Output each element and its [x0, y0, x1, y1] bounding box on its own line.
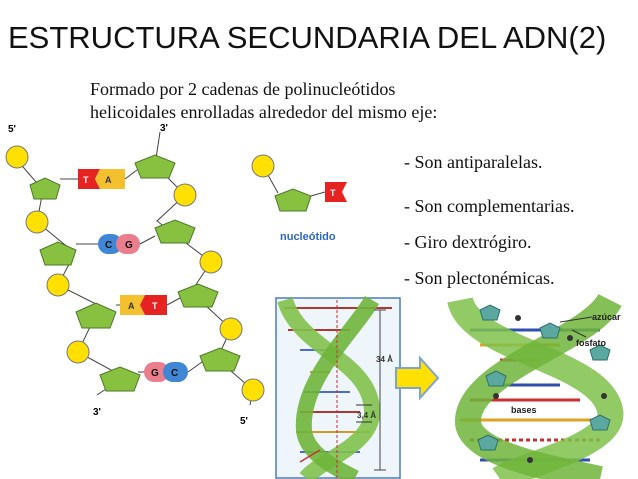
base-label: C: [171, 368, 178, 379]
phosphate-circle: [67, 341, 89, 363]
thymine-base: [325, 182, 347, 202]
base-label: A: [105, 175, 112, 185]
base-label: T: [330, 188, 336, 198]
base-label: C: [105, 240, 112, 251]
phosphate-circle: [242, 379, 264, 401]
base-pair-C-G: C G: [76, 234, 155, 254]
base-label: G: [151, 368, 159, 379]
helix-detail-diagram: azúcar fosfato bases: [460, 300, 621, 479]
phosphate-circle: [47, 274, 69, 296]
pitch-label: 34 Å: [376, 355, 393, 364]
phosphate-circle: [220, 318, 242, 340]
base-pair-G-C: G C: [138, 362, 202, 382]
sugar-pentagon: [40, 242, 76, 265]
helix-measurement-diagram: 34 Å 3,4 Å: [276, 298, 400, 478]
base-pair-T-A: T A: [60, 169, 137, 189]
end-label-5-bottom: 5': [240, 416, 248, 427]
arrow-icon: [396, 358, 438, 398]
sugar-label: azúcar: [592, 312, 621, 322]
phosphate-circle: [252, 155, 274, 177]
base-pair-A-T: A T: [116, 295, 180, 315]
end-label-3-top: 3': [160, 123, 168, 134]
end-label-3-bottom: 3': [93, 407, 101, 418]
phosphate-label: fosfato: [576, 338, 606, 348]
sugar-pentagon: [135, 155, 175, 178]
phosphate-circle: [26, 211, 48, 233]
bases-label: bases: [511, 405, 537, 415]
sugar-pentagon: [30, 178, 60, 199]
sugar-pentagon: [200, 348, 240, 371]
base-label: A: [128, 301, 135, 311]
rise-label: 3,4 Å: [357, 411, 376, 420]
end-label-5-top: 5': [8, 124, 16, 135]
nucleotide-label: nucleótido: [280, 231, 336, 243]
sugar-pentagon: [275, 189, 311, 211]
sugar-pentagon: [100, 367, 140, 391]
nucleotide-diagram: T nucleótido: [252, 155, 347, 243]
phosphate-circle: [6, 146, 28, 168]
sugar-pentagon: [76, 303, 116, 328]
phosphate-circle: [200, 251, 222, 273]
base-label: T: [152, 301, 158, 311]
base-label: G: [125, 240, 133, 251]
sugar-pentagon: [178, 284, 218, 307]
strand-diagram: 5' 3' 3' 5' T A: [6, 123, 264, 427]
phosphate-circle: [174, 184, 196, 206]
base-label: T: [83, 175, 89, 185]
